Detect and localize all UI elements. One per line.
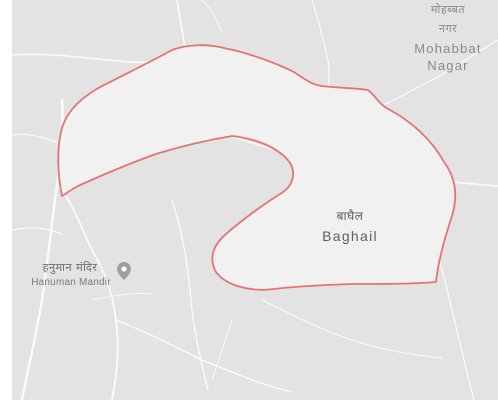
mohabbat-nagar-local-label-line2: नगर: [438, 22, 458, 35]
road: [371, 39, 498, 111]
road: [12, 227, 63, 235]
road: [261, 299, 443, 359]
map-view[interactable]: [12, 0, 498, 400]
mohabbat-nagar-local-label-line1: मोहब्बत: [430, 3, 466, 16]
road-network: [12, 0, 498, 400]
baghail-local-label: बाघैल: [336, 209, 364, 223]
road: [445, 284, 475, 400]
hanuman-mandir-label[interactable]: Hanuman Mandir: [31, 277, 111, 288]
baghail-label[interactable]: Baghail: [322, 228, 378, 244]
baghail-boundary: [57, 44, 457, 291]
road: [171, 199, 209, 391]
map-canvas: [12, 0, 498, 400]
map-pin-icon[interactable]: [117, 262, 131, 280]
road: [201, 0, 223, 33]
hanuman-mandir-local-label: हनुमान मंदिर: [42, 261, 98, 274]
road: [211, 319, 233, 381]
road: [115, 319, 293, 393]
road: [91, 293, 153, 301]
mohabbat-nagar-label-line2[interactable]: Nagar: [427, 58, 469, 73]
road: [56, 184, 119, 400]
mohabbat-nagar-label-line1[interactable]: Mohabbat: [414, 41, 482, 56]
